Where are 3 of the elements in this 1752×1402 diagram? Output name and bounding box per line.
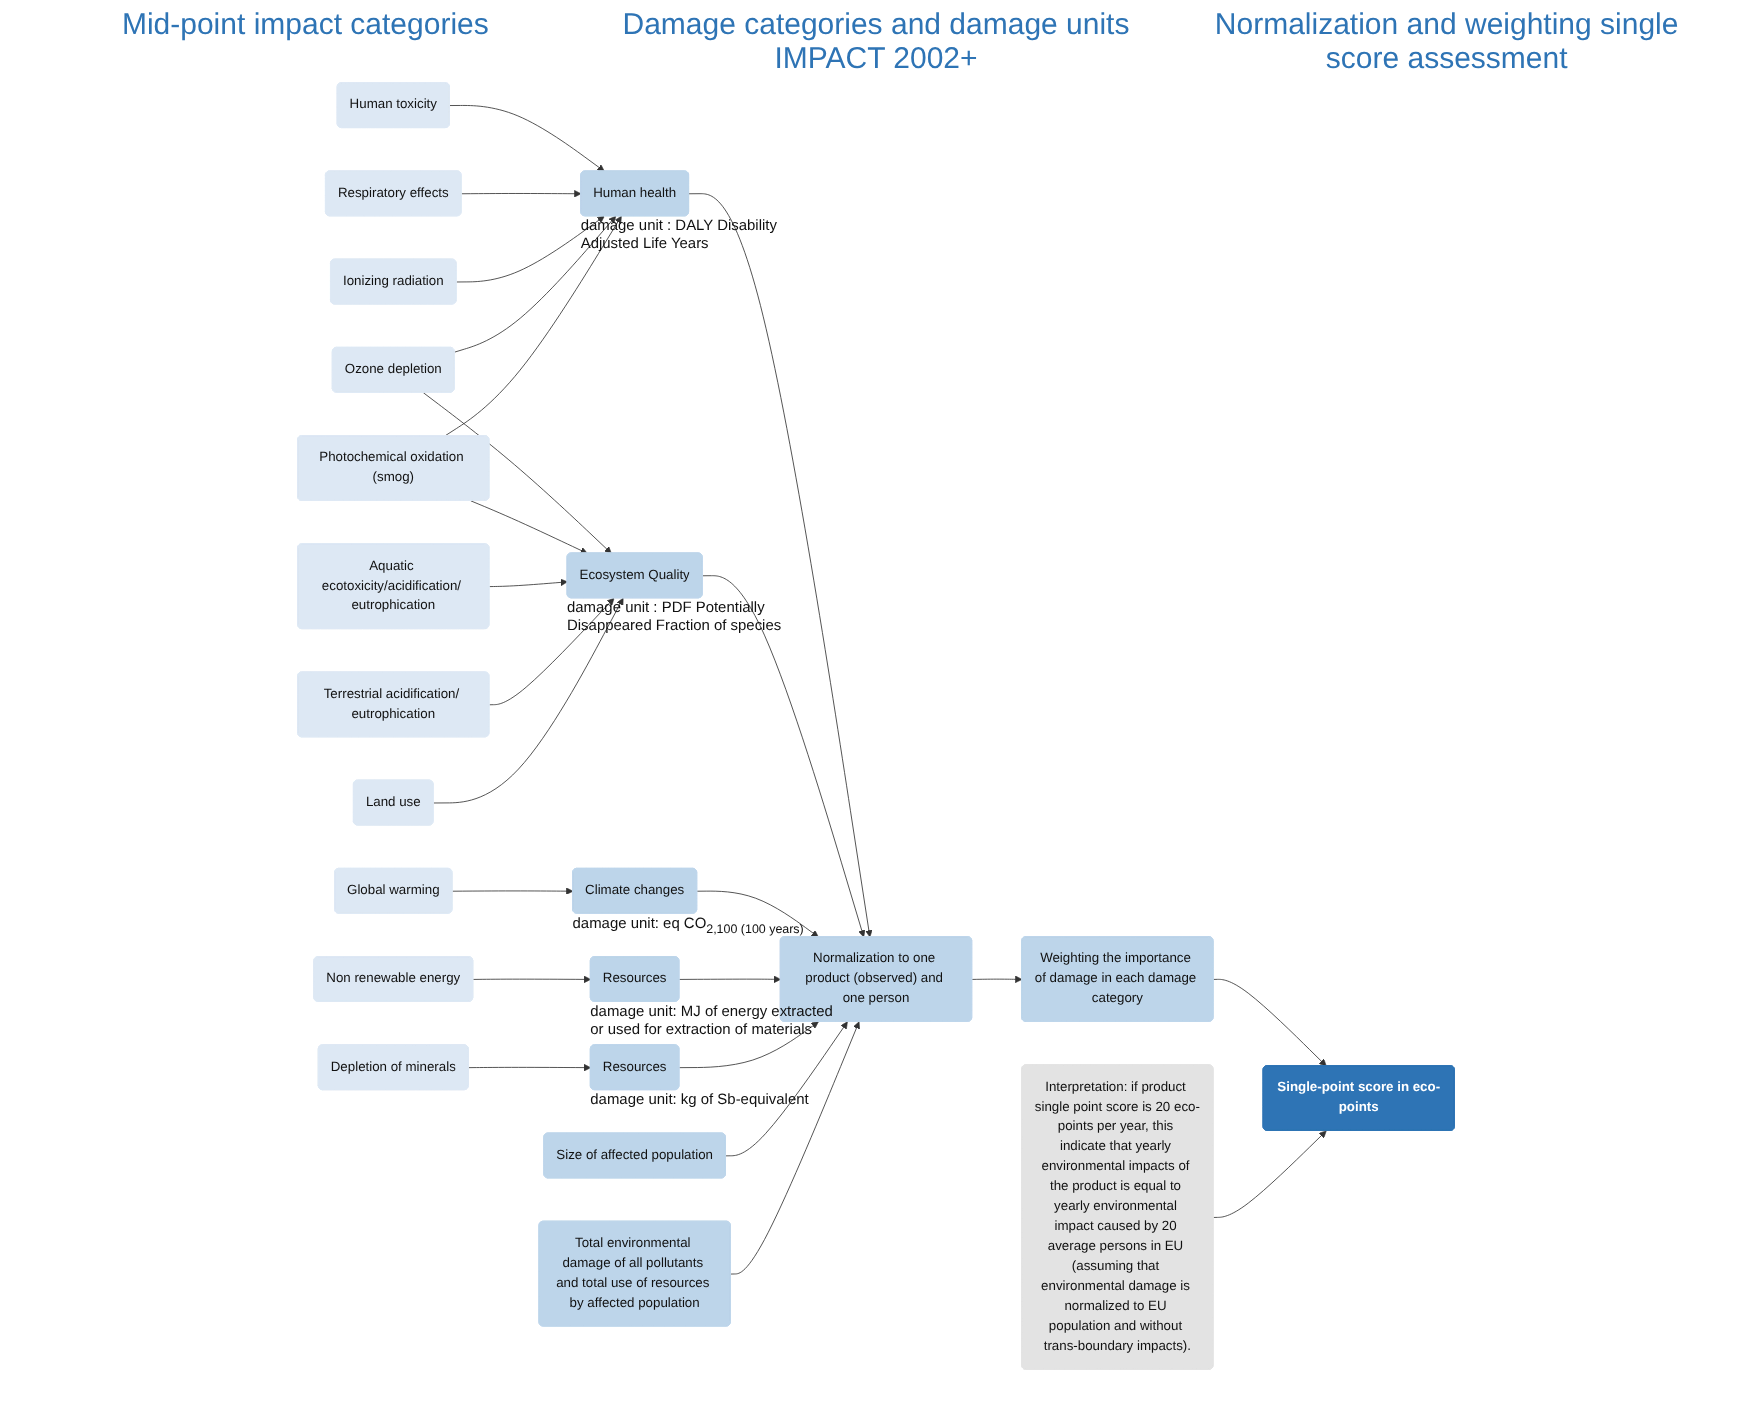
column-heading: Damage categories and damage units IMPACT 2002+ — [620, 8, 1132, 76]
column-heading: Mid-point impact categories — [119, 8, 491, 46]
column-heading: Normalization and weighting single score assessment — [1212, 8, 1681, 76]
